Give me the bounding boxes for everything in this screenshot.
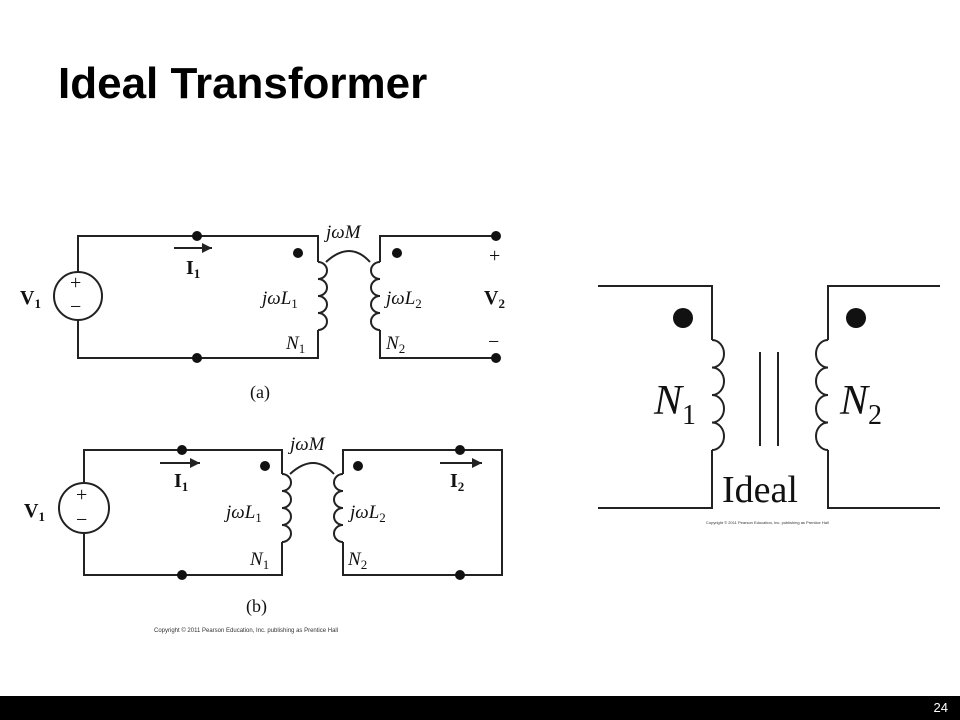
circuit-a-caption: (a) bbox=[250, 382, 270, 403]
circuit-a-right-loop bbox=[379, 235, 496, 359]
slide-title: Ideal Transformer bbox=[58, 59, 428, 108]
circuit-b-copyright: Copyright © 2011 Pearson Education, Inc.… bbox=[154, 627, 338, 634]
circuit-b-polarity-dot bbox=[260, 461, 270, 471]
circuit-a-mutual-label: jωM bbox=[323, 222, 362, 243]
circuit-a-n1-label: N1 bbox=[285, 333, 305, 356]
circuit-a-terminal-dot bbox=[192, 231, 202, 241]
circuit-a-polarity-dot bbox=[392, 248, 402, 258]
ideal-polarity-dot bbox=[673, 308, 693, 328]
ideal-n1-label: N1 bbox=[653, 378, 696, 431]
circuit-a-n2-label: N2 bbox=[385, 333, 405, 356]
ideal-left-winding bbox=[598, 285, 713, 509]
circuit-b-polarity-dot bbox=[353, 461, 363, 471]
circuit-b-current1-arrowhead-icon bbox=[190, 458, 200, 468]
circuit-a: + − V1 I1 jωL1 N1 jωM jωL2 N2 + V2 − (a) bbox=[20, 222, 505, 403]
ideal-transformer: N1 N2 Ideal Copyright © 2011 Pearson Edu… bbox=[598, 285, 940, 525]
circuit-b-n2-label: N2 bbox=[347, 549, 367, 572]
page-number: 24 bbox=[933, 700, 948, 715]
circuit-a-source-icon bbox=[53, 271, 103, 321]
circuit-b-caption: (b) bbox=[246, 596, 267, 617]
circuit-a-output-plus: + bbox=[489, 245, 500, 267]
circuit-a-current-arrowhead-icon bbox=[202, 243, 212, 253]
circuit-a-terminal-dot bbox=[491, 353, 501, 363]
circuit-b-source-icon bbox=[58, 482, 110, 534]
circuit-b-n1-label: N1 bbox=[249, 549, 269, 572]
circuit-b-right-loop bbox=[342, 449, 503, 576]
circuit-b-source-label: V1 bbox=[24, 500, 45, 524]
circuit-b-coil-l2-icon bbox=[333, 473, 344, 543]
circuit-b-terminal-dot bbox=[455, 570, 465, 580]
circuit-b-l2-label: jωL2 bbox=[347, 502, 386, 525]
circuit-b-coil-l1-icon bbox=[281, 473, 292, 543]
ideal-right-winding bbox=[827, 285, 940, 509]
circuit-a-source-minus: − bbox=[70, 296, 81, 318]
circuit-b-source-minus: − bbox=[76, 509, 87, 531]
circuit-a-terminal-dot bbox=[192, 353, 202, 363]
circuit-a-source-label: V1 bbox=[20, 287, 41, 311]
ideal-coil-n1-icon bbox=[711, 339, 725, 451]
circuit-b-terminal-dot bbox=[177, 445, 187, 455]
circuit-b-mutual-arc bbox=[289, 462, 335, 475]
ideal-polarity-dot bbox=[846, 308, 866, 328]
circuit-b-current2-arrowhead-icon bbox=[472, 458, 482, 468]
circuit-a-mutual-arc bbox=[325, 250, 371, 263]
ideal-n2-label: N2 bbox=[839, 378, 882, 431]
circuit-a-l1-label: jωL1 bbox=[259, 288, 298, 311]
circuit-b-mutual-label: jωM bbox=[287, 434, 326, 455]
ideal-coil-n2-icon bbox=[815, 339, 829, 451]
circuit-a-polarity-dot bbox=[293, 248, 303, 258]
footer-bar: 24 bbox=[0, 696, 960, 720]
circuit-a-current-label: I1 bbox=[186, 257, 200, 281]
circuit-a-coil-l1-icon bbox=[317, 261, 328, 331]
circuit-a-output-minus: − bbox=[488, 331, 499, 353]
circuit-b-current2-label: I2 bbox=[450, 470, 464, 494]
circuit-b-source-plus: + bbox=[76, 484, 87, 506]
ideal-label: Ideal bbox=[722, 469, 798, 511]
circuit-a-source-plus: + bbox=[70, 272, 81, 294]
ideal-copyright: Copyright © 2011 Pearson Education, Inc.… bbox=[706, 520, 829, 525]
circuit-a-terminal-dot bbox=[491, 231, 501, 241]
circuit-b-current1-label: I1 bbox=[174, 470, 188, 494]
circuit-b-terminal-dot bbox=[455, 445, 465, 455]
circuit-b-l1-label: jωL1 bbox=[223, 502, 262, 525]
circuit-a-l2-label: jωL2 bbox=[383, 288, 422, 311]
circuit-a-v2-label: V2 bbox=[484, 287, 505, 311]
circuit-b-terminal-dot bbox=[177, 570, 187, 580]
circuit-b: + − V1 I1 jωL1 N1 jωM jωL2 N2 I2 (b) Cop… bbox=[24, 434, 503, 634]
transformer-diagrams: + − V1 I1 jωL1 N1 jωM jωL2 N2 + V2 − (a) bbox=[20, 222, 940, 634]
circuit-a-coil-l2-icon bbox=[370, 261, 381, 331]
